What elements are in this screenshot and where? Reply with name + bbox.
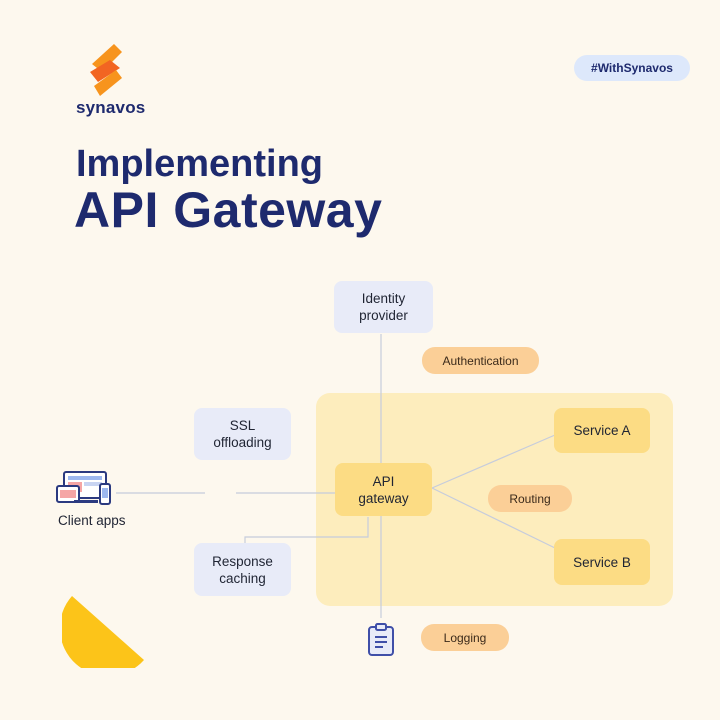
title-line-2: API Gateway (74, 182, 383, 238)
brand-name: synavos (76, 98, 146, 117)
title-line-1: Implementing (76, 143, 324, 185)
identity-provider-node: Identity provider (334, 281, 433, 333)
routing-tag: Routing (488, 485, 572, 512)
synavos-logo-icon (90, 44, 122, 96)
service-a-connector (431, 434, 556, 489)
client-apps-label: Client apps (58, 513, 126, 528)
devices-icon (56, 471, 111, 505)
logging-tag: Logging (421, 624, 509, 651)
cache-connector (244, 517, 369, 544)
service-b-connector (431, 487, 556, 549)
hashtag-badge: #WithSynavos (574, 55, 690, 81)
half-circle-decoration (62, 596, 144, 668)
api-gateway-node: API gateway (335, 463, 432, 516)
authentication-tag: Authentication (422, 347, 539, 374)
ssl-offloading-node: SSL offloading (194, 408, 291, 460)
service-b-node: Service B (554, 539, 650, 585)
clipboard-icon (368, 623, 394, 656)
service-a-node: Service A (554, 408, 650, 453)
response-caching-node: Response caching (194, 543, 291, 596)
